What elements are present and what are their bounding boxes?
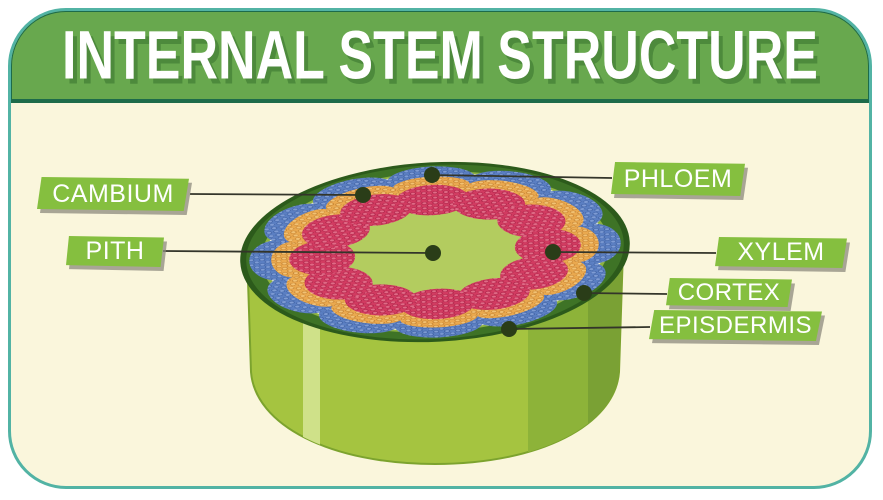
title-banner: INTERNAL STEM STRUCTURE <box>11 11 869 103</box>
label-pith: PITH <box>66 236 164 267</box>
pointer-line-episdermis <box>508 326 651 330</box>
body-highlight-stripe <box>303 315 320 464</box>
label-episdermis-text: EPISDERMIS <box>649 310 822 341</box>
label-episdermis: EPISDERMIS <box>649 310 822 341</box>
pointer-line-pith <box>162 250 434 254</box>
label-cortex: CORTEX <box>666 278 792 307</box>
page-title: INTERNAL STEM STRUCTURE <box>62 17 818 94</box>
pointer-dot-phloem <box>424 167 440 183</box>
label-xylem: XYLEM <box>715 237 847 268</box>
label-phloem-text: PHLOEM <box>611 162 745 196</box>
pointer-line-cortex <box>583 292 668 295</box>
label-cambium-text: CAMBIUM <box>37 177 189 211</box>
pointer-dots <box>355 167 592 337</box>
pointer-line-cambium <box>189 193 364 196</box>
label-cambium: CAMBIUM <box>37 177 189 211</box>
pointer-line-phloem <box>431 174 613 179</box>
pointer-dot-episdermis <box>501 321 517 337</box>
pointer-dot-cambium <box>355 187 371 203</box>
pointer-dot-pith <box>425 245 441 261</box>
pointer-line-xylem <box>552 251 717 254</box>
label-phloem: PHLOEM <box>611 162 745 196</box>
label-pith-text: PITH <box>66 236 164 267</box>
pointer-dot-cortex <box>576 285 592 301</box>
label-xylem-text: XYLEM <box>715 237 847 268</box>
pointer-lines <box>162 174 717 330</box>
label-cortex-text: CORTEX <box>666 278 792 307</box>
pointer-dot-xylem <box>545 244 561 260</box>
